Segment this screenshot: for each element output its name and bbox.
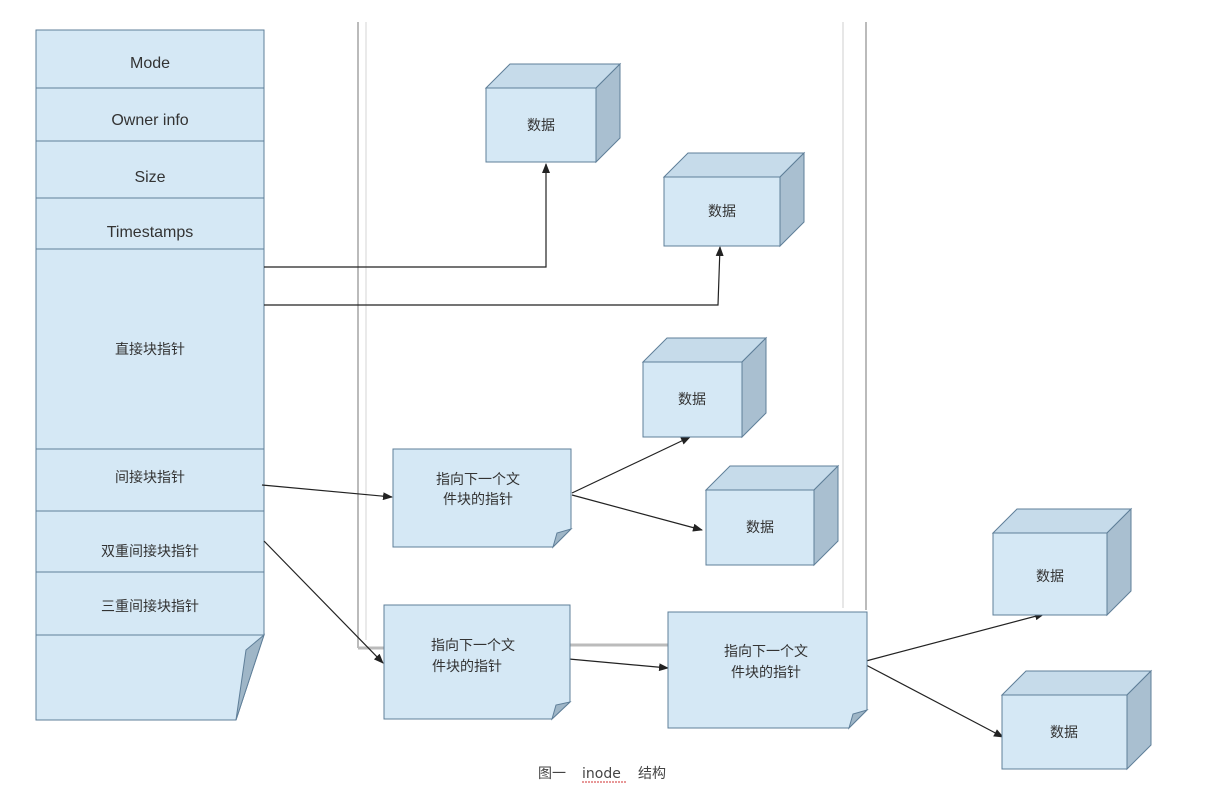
caption-prefix: 图一 xyxy=(538,766,566,782)
pointer-block-2: 指向下一个文 件块的指针 xyxy=(383,604,572,721)
arrow-pointer-block-to-data-3 xyxy=(571,436,691,494)
inode-table: Mode Owner info Size Timestamps 直接块指针 间接… xyxy=(35,29,266,721)
data-block-6: 数据 xyxy=(1000,669,1153,771)
data-block-1: 数据 xyxy=(484,62,622,164)
field-double-indirect-pointer-label: 双重间接块指针 xyxy=(101,543,199,560)
arrow-pointer-block-to-data-5 xyxy=(865,612,1045,662)
data-block-3-label: 数据 xyxy=(678,392,706,408)
field-double-indirect-pointer xyxy=(35,510,265,573)
field-timestamps-label: Timestamps xyxy=(107,224,194,241)
data-block-4: 数据 xyxy=(704,464,840,567)
arrow-direct-to-data-2 xyxy=(264,246,724,306)
arrow-pointer-block-to-data-4 xyxy=(571,494,703,532)
field-size-label: Size xyxy=(134,169,165,186)
data-block-1-label: 数据 xyxy=(527,118,555,134)
data-block-3: 数据 xyxy=(641,336,768,439)
field-owner-label: Owner info xyxy=(111,112,188,129)
pointer-block-1-line-2: 件块的指针 xyxy=(443,492,513,508)
caption-word: inode xyxy=(582,766,621,782)
inode-fold-corner xyxy=(235,633,266,721)
inode-folded-bottom xyxy=(35,634,265,721)
arrow-double-to-pointer-block xyxy=(263,540,384,664)
field-indirect-pointer xyxy=(35,448,265,512)
field-indirect-pointer-label: 间接块指针 xyxy=(115,469,185,486)
arrow-indirect-to-pointer-block xyxy=(261,484,393,501)
data-block-4-label: 数据 xyxy=(746,520,774,536)
caption-suffix: 结构 xyxy=(638,766,666,782)
pointer-block-1-line-1: 指向下一个文 xyxy=(436,472,520,488)
field-direct-pointers xyxy=(35,248,265,450)
pointer-block-3-line-2: 件块的指针 xyxy=(731,665,801,681)
pointer-block-2-line-1: 指向下一个文 xyxy=(431,638,515,654)
field-triple-indirect-pointer-label: 三重间接块指针 xyxy=(101,598,199,615)
arrow-pointer-block-to-pointer-block xyxy=(557,657,669,672)
field-triple-indirect-pointer xyxy=(35,571,265,636)
field-timestamps xyxy=(35,197,265,250)
arrow-direct-to-data-1 xyxy=(264,163,550,268)
data-block-6-label: 数据 xyxy=(1050,725,1078,741)
data-block-2: 数据 xyxy=(662,151,806,248)
arrow-pointer-block-to-data-6 xyxy=(865,664,1004,738)
pointer-block-2-line-2: 件块的指针 xyxy=(432,659,502,675)
field-direct-pointers-label: 直接块指针 xyxy=(115,341,185,358)
field-size xyxy=(35,140,265,199)
pointer-block-1: 指向下一个文 件块的指针 xyxy=(392,448,573,549)
connectors xyxy=(261,163,1045,738)
pointer-block-3-line-1: 指向下一个文 xyxy=(724,644,808,660)
background-panel xyxy=(357,22,867,650)
data-block-2-label: 数据 xyxy=(708,204,736,220)
field-owner xyxy=(35,87,265,142)
data-block-5: 数据 xyxy=(991,507,1133,617)
field-mode-label: Mode xyxy=(130,55,170,72)
pointer-block-3: 指向下一个文 件块的指针 xyxy=(667,611,869,730)
data-block-5-label: 数据 xyxy=(1036,569,1064,585)
figure-caption: 图一 inode 结构 xyxy=(538,766,666,783)
